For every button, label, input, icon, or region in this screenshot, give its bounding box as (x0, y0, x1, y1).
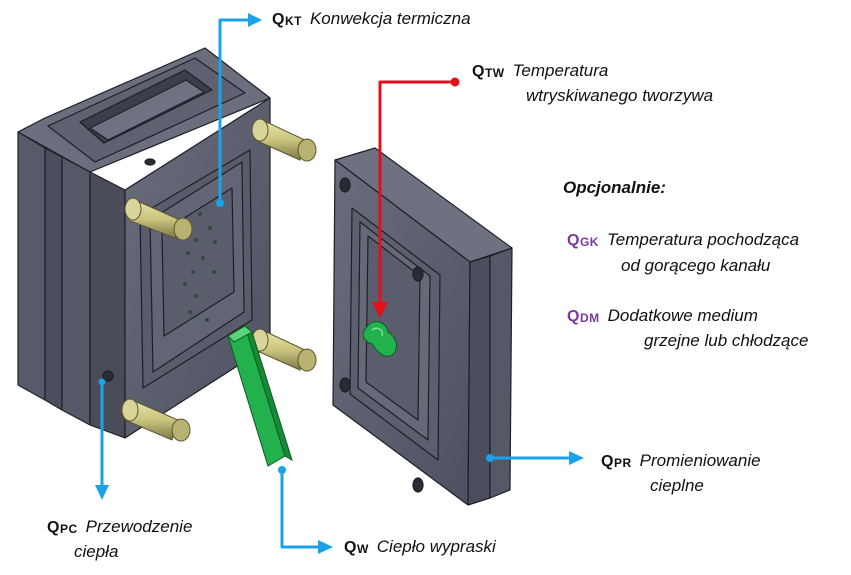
qtw-symbol: QTW (472, 63, 505, 80)
qgk-description: Temperatura pochodząca (606, 230, 800, 249)
qpr-description: Promieniowanie (639, 451, 761, 470)
molded-part (362, 321, 397, 357)
qdm-symbol: QDM (567, 308, 600, 325)
guide-pin (251, 118, 317, 162)
qkt-label: QKT Konwekcja termiczna (272, 9, 471, 30)
qtw-label: QTW Temperatura (472, 61, 608, 82)
guide-pin (251, 328, 317, 372)
qw-description: Ciepło wypraski (376, 537, 496, 556)
guide-pins (121, 118, 317, 442)
qw-symbol: QW (344, 539, 369, 556)
right-mold-half (332, 147, 513, 506)
qpr-description-2: cieplne (650, 476, 704, 495)
qgk-label: QGK Temperatura pochodząca (567, 230, 799, 251)
qtw-description: Temperatura (512, 61, 609, 80)
optional-heading: Opcjonalnie: (563, 178, 666, 197)
left-mold-half (17, 47, 271, 439)
qpc-description: Przewodzenie (85, 517, 193, 536)
qpc-label: QPC Przewodzenie (47, 517, 192, 538)
qtw-arrow (372, 77, 460, 318)
qdm-label: QDM Dodatkowe medium (567, 306, 758, 327)
qgk-symbol: QGK (567, 232, 599, 249)
qpc-arrow (95, 378, 109, 500)
qtw-description-2: wtryskiwanego tworzywa (526, 86, 714, 105)
qkt-symbol: QKT (272, 11, 302, 28)
molded-part-bar (227, 324, 293, 467)
qw-arrow (278, 466, 333, 554)
qpr-symbol: QPR (601, 453, 632, 470)
qpr-label: QPR Promieniowanie (601, 451, 761, 472)
qdm-description: Dodatkowe medium (607, 306, 758, 325)
qpr-arrow (486, 451, 584, 465)
guide-pin (124, 197, 193, 241)
qkt-arrow (216, 13, 262, 207)
qpc-description-2: ciepła (74, 542, 119, 561)
qw-label: QW Ciepło wypraski (344, 537, 496, 558)
qgk-description-2: od gorącego kanału (621, 256, 771, 275)
qdm-description-2: grzejne lub chłodzące (644, 331, 809, 350)
guide-pin (121, 398, 191, 442)
qkt-description: Konwekcja termiczna (309, 9, 471, 28)
qpc-symbol: QPC (47, 519, 78, 536)
